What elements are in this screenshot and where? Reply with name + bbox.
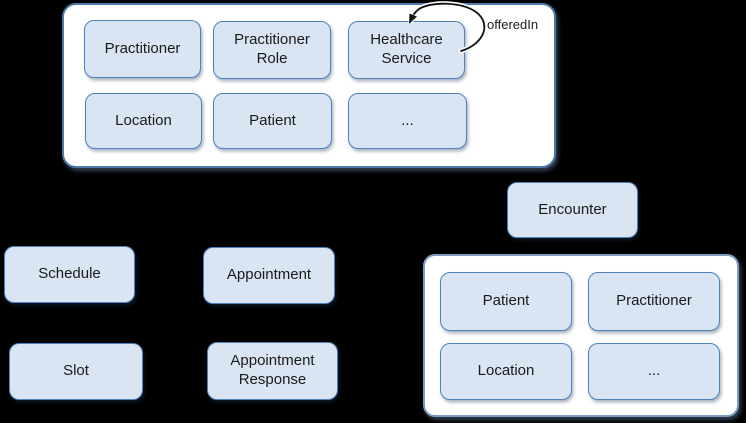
node-location: Location	[85, 93, 202, 149]
node-ellipsis: ...	[348, 93, 467, 149]
node-practitioner-role: Practitioner Role	[213, 21, 331, 79]
node-practitioner: Practitioner	[84, 20, 201, 78]
node-label: Appointment	[226, 266, 312, 284]
node-encounter-ellipsis: ...	[588, 343, 720, 400]
node-appointment-response: Appointment Response	[207, 342, 338, 400]
node-label: Practitioner	[104, 39, 181, 57]
node-slot: Slot	[9, 343, 143, 400]
node-label: ...	[647, 362, 661, 380]
node-label: Encounter	[538, 200, 607, 218]
node-label: Practitioner	[616, 292, 692, 310]
offeredin-label: offeredIn	[487, 17, 539, 32]
node-encounter-location: Location	[440, 343, 572, 400]
node-healthcare-service: Healthcare Service	[348, 21, 465, 79]
node-label: Healthcare Service	[370, 31, 443, 67]
node-label: Patient	[482, 292, 530, 310]
node-label: Slot	[63, 362, 89, 380]
node-label: Practitioner Role	[234, 31, 310, 67]
node-encounter: Encounter	[507, 182, 638, 238]
node-label: ...	[401, 111, 414, 129]
node-label: Appointment Response	[230, 352, 315, 388]
node-label: Patient	[249, 111, 296, 129]
node-label: Location	[477, 362, 535, 380]
node-encounter-practitioner: Practitioner	[588, 272, 720, 331]
node-label: Location	[115, 111, 172, 129]
node-label: Schedule	[38, 265, 101, 283]
node-patient: Patient	[213, 93, 332, 149]
node-encounter-patient: Patient	[440, 272, 572, 331]
node-schedule: Schedule	[4, 246, 135, 303]
node-appointment: Appointment	[203, 247, 335, 304]
